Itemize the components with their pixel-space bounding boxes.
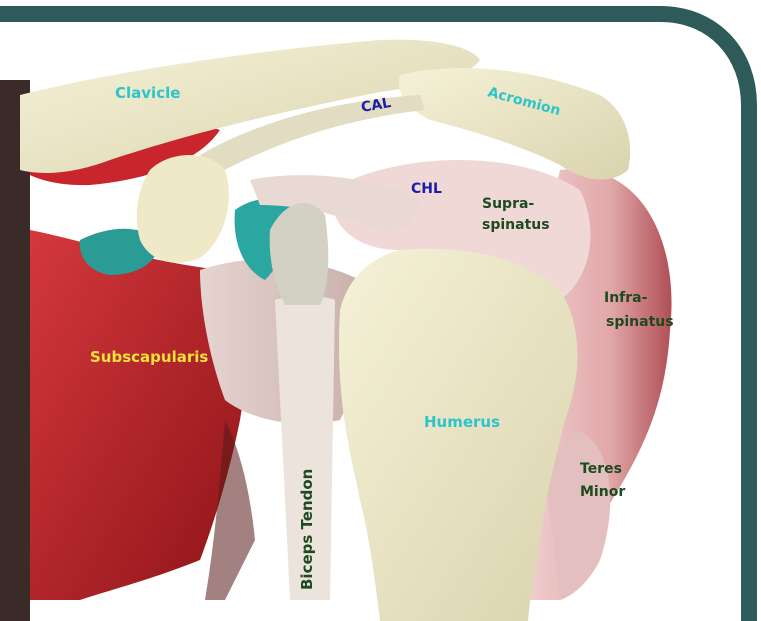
label-infraspinatus-line2: spinatus <box>606 314 674 330</box>
label-humerus: Humerus <box>424 413 500 431</box>
label-subscapularis: Subscapularis <box>90 348 208 366</box>
label-teres-minor-line2: Minor <box>580 484 625 500</box>
label-infraspinatus-line1: Infra- <box>604 290 648 306</box>
label-clavicle: Clavicle <box>115 84 180 102</box>
label-teres-minor-line1: Teres <box>580 461 622 477</box>
biceps-tendon-head <box>270 203 329 305</box>
label-biceps-tendon: Biceps Tendon <box>298 469 316 590</box>
label-supraspinatus-line2: spinatus <box>482 217 550 233</box>
label-supraspinatus-line1: Supra- <box>482 196 534 212</box>
label-chl: CHL <box>411 181 442 197</box>
